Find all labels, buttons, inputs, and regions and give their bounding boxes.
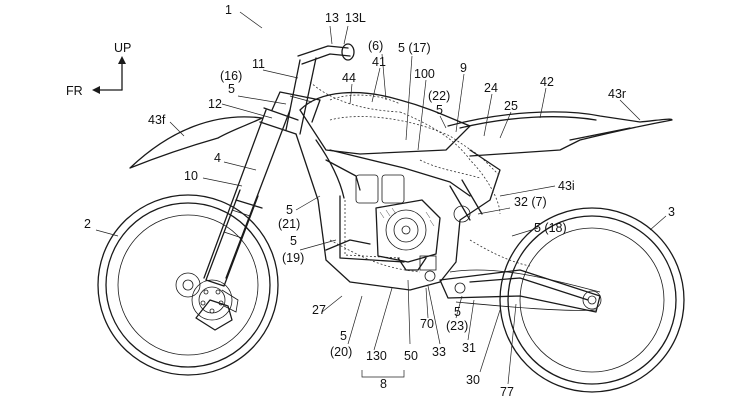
label-30: 30 <box>466 373 480 387</box>
label-2: 2 <box>84 217 91 231</box>
motor-unit <box>375 199 441 282</box>
label-43f: 43f <box>148 113 166 127</box>
compass-up-label: UP <box>114 41 131 55</box>
rear-shock <box>449 179 483 223</box>
label-5-mid: 5 <box>436 103 443 117</box>
label-43r: 43r <box>608 87 626 101</box>
seat-and-rear-fender <box>447 111 673 157</box>
label-32-7: 32 (7) <box>514 195 547 209</box>
handlebar <box>271 43 355 135</box>
label-5-left-21: 5 <box>286 203 293 217</box>
label-19: (19) <box>282 251 304 265</box>
label-130: 130 <box>366 349 387 363</box>
label-100: 100 <box>414 67 435 81</box>
label-22: (22) <box>428 89 450 103</box>
label-5-lower-23: 5 <box>454 305 461 319</box>
label-42: 42 <box>540 75 554 89</box>
label-9: 9 <box>460 61 467 75</box>
label-11: 11 <box>252 57 265 71</box>
label-12: 12 <box>208 97 222 111</box>
label-13: 13 <box>325 11 339 25</box>
direction-compass: UP FR <box>66 41 131 98</box>
label-33: 33 <box>432 345 446 359</box>
front-brake-disc <box>191 279 239 331</box>
body-cover <box>299 92 471 199</box>
label-10: 10 <box>184 169 198 183</box>
label-41: 41 <box>372 55 386 69</box>
label-16: (16) <box>220 69 242 83</box>
label-70: 70 <box>420 317 434 331</box>
drive-chain <box>449 269 601 311</box>
front-wheel <box>97 194 279 376</box>
label-1: 1 <box>225 3 232 17</box>
label-13L: 13L <box>345 11 366 25</box>
label-24: 24 <box>484 81 498 95</box>
label-43i: 43i <box>558 179 575 193</box>
label-5-18: 5 (18) <box>534 221 567 235</box>
rear-wheel <box>499 207 685 393</box>
label-21: (21) <box>278 217 300 231</box>
label-20: (20) <box>330 345 352 359</box>
label-3: 3 <box>668 205 675 219</box>
front-fork <box>203 107 299 287</box>
label-25: 25 <box>504 99 518 113</box>
label-5-left-19: 5 <box>290 234 297 248</box>
label-8: 8 <box>380 377 387 391</box>
leader-lines <box>95 11 667 385</box>
label-6: (6) <box>368 39 383 53</box>
frame <box>295 116 501 291</box>
swingarm <box>439 269 601 313</box>
label-5-lower-20: 5 <box>340 329 347 343</box>
label-23: (23) <box>446 319 468 333</box>
label-50: 50 <box>404 349 418 363</box>
label-27: 27 <box>312 303 326 317</box>
label-4: 4 <box>214 151 221 165</box>
label-77: 77 <box>500 385 514 399</box>
compass-front-label: FR <box>66 84 83 98</box>
label-31: 31 <box>462 341 476 355</box>
label-5-17: 5 (17) <box>398 41 431 55</box>
front-fender <box>129 116 263 169</box>
reference-labels: 1 13 13L 11 (16) 5 12 43f (6) 41 44 5 (1… <box>84 3 675 399</box>
label-44: 44 <box>342 71 356 85</box>
label-5-upper-left: 5 <box>228 82 235 96</box>
wire-harness <box>309 81 531 273</box>
